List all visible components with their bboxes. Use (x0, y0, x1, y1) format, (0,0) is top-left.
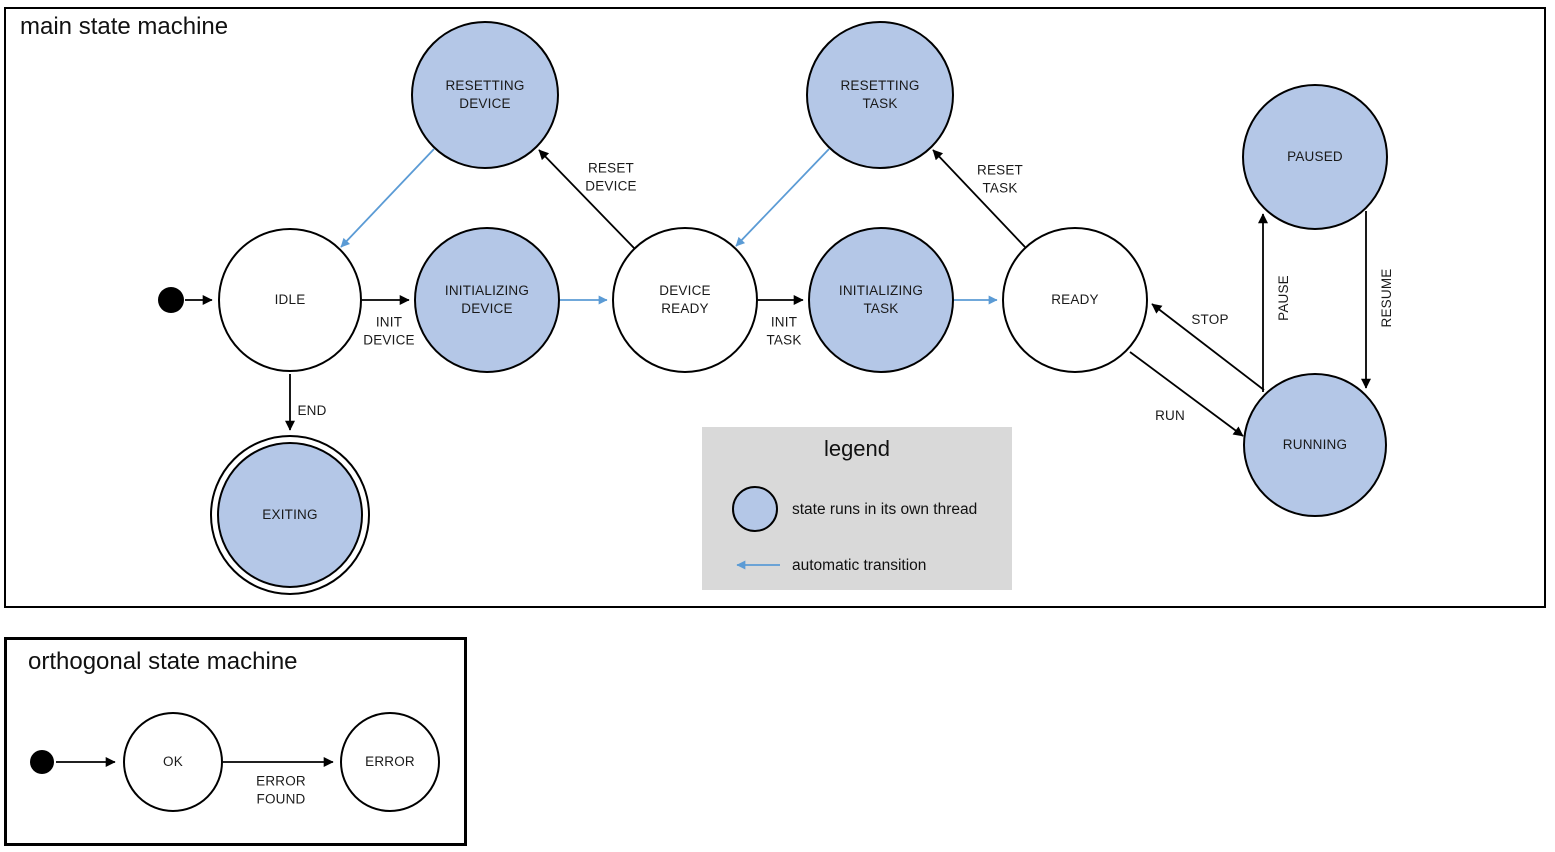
state-device-ready: DEVICE READY (612, 227, 758, 373)
state-resetting-task: RESETTING TASK (806, 21, 954, 169)
legend-auto-transition-label: automatic transition (792, 557, 927, 574)
transition-label-stop: STOP (1191, 312, 1229, 328)
main-state-machine-title: main state machine (20, 13, 229, 40)
state-paused: PAUSED (1242, 84, 1388, 230)
state-exiting-final-ring: EXITING (210, 435, 370, 595)
legend-threaded-state-label: state runs in its own thread (792, 501, 978, 518)
transition-label-init-device: INIT DEVICE (363, 314, 415, 347)
legend-title: legend (823, 436, 891, 461)
transition-label-reset-task: RESET TASK (976, 162, 1024, 195)
state-exiting: EXITING (217, 442, 363, 588)
state-initializing-task: INITIALIZING TASK (808, 227, 954, 373)
transition-label-pause: PAUSE (1276, 275, 1292, 321)
orthogonal-state-machine-title: orthogonal state machine (28, 648, 298, 675)
state-initializing-device: INITIALIZING DEVICE (414, 227, 560, 373)
transition-label-error-found: ERROR FOUND (256, 773, 306, 806)
transition-label-end: END (297, 403, 327, 419)
state-ready: READY (1002, 227, 1148, 373)
transition-label-run: RUN (1155, 408, 1185, 424)
transition-label-init-task: INIT TASK (766, 314, 802, 347)
state-idle: IDLE (218, 228, 362, 372)
transition-label-reset-device: RESET DEVICE (585, 160, 637, 193)
state-running: RUNNING (1243, 373, 1387, 517)
transition-label-resume: RESUME (1379, 268, 1395, 328)
state-error: ERROR (340, 712, 440, 812)
legend-threaded-state-icon (732, 486, 778, 532)
state-ok: OK (123, 712, 223, 812)
state-resetting-device: RESETTING DEVICE (411, 21, 559, 169)
